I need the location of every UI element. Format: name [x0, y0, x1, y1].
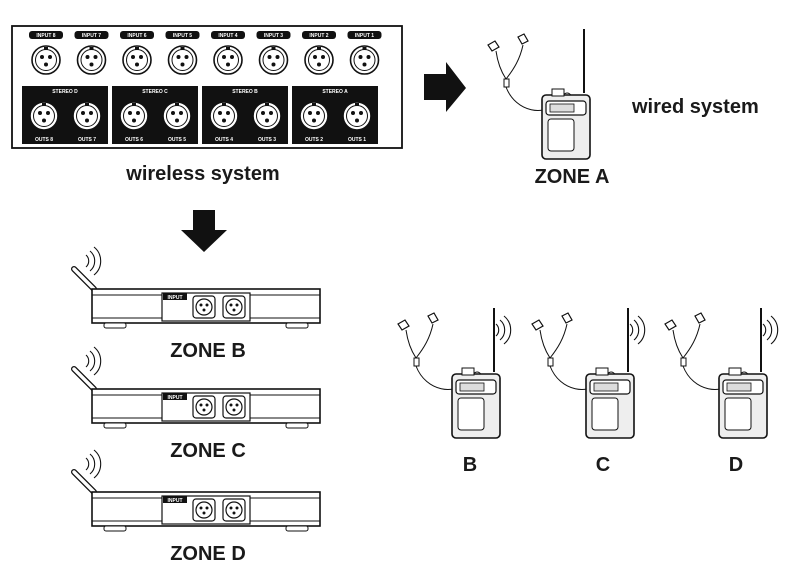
zone-d-label: ZONE D [170, 543, 246, 565]
panel-out-label: OUTS 8 [35, 137, 53, 143]
wired-system-label: wired system [631, 96, 759, 118]
panel-input-label: INPUT 4 [218, 33, 237, 39]
panel-input-label: INPUT 6 [127, 33, 146, 39]
panel-input-connector: INPUT 1 [347, 31, 382, 75]
panel-input-connector: INPUT 5 [165, 31, 200, 75]
panel-out-label: OUTS 4 [215, 137, 233, 143]
panel-input-connector: INPUT 4 [211, 31, 245, 75]
transmitter-b: INPUT [71, 246, 321, 329]
panel-stereo-label: STEREO C [142, 89, 168, 95]
transmitter-c: INPUT [71, 346, 321, 429]
zone-a-label: ZONE A [535, 166, 610, 188]
zone-a-receiver [487, 28, 591, 160]
panel-input-connector: INPUT 2 [302, 31, 336, 75]
panel-stereo-group: STEREO C OUTS 6 OUTS 5 [112, 86, 198, 144]
panel-stereo-group: STEREO D OUTS 8 OUTS 7 [22, 86, 108, 144]
panel-out-label: OUTS 1 [348, 137, 366, 143]
panel-out-label: OUTS 7 [78, 137, 96, 143]
panel-input-label: INPUT 1 [355, 33, 374, 39]
receiver-c [531, 307, 646, 439]
panel-out-label: OUTS 3 [258, 137, 276, 143]
wireless-system-label: wireless system [125, 163, 279, 185]
transmitter-input-label: INPUT [168, 295, 183, 301]
panel-input-label: INPUT 3 [264, 33, 283, 39]
panel-out-label: OUTS 2 [305, 137, 323, 143]
panel-stereo-group: STEREO A OUTS 2 OUTS 1 [292, 86, 378, 144]
receiver-b [397, 307, 512, 439]
panel-input-connector: INPUT 8 [29, 31, 63, 75]
panel-input-label: INPUT 8 [36, 33, 55, 39]
receiver-d-label: D [729, 454, 743, 476]
panel-input-row: INPUT 8 INPUT 7 INPUT 6 INPUT 5 INPUT 4 INPUT… [29, 31, 382, 75]
panel-out-label: OUTS 5 [168, 137, 186, 143]
panel-stereo-label: STEREO A [322, 89, 348, 95]
panel-input-label: INPUT 7 [82, 33, 101, 39]
panel-input-connector: INPUT 6 [120, 31, 154, 75]
panel-stereo-label: STEREO B [232, 89, 258, 95]
arrow-right-icon [424, 62, 466, 112]
receiver-c-label: C [596, 454, 610, 476]
panel-input-label: INPUT 5 [173, 33, 192, 39]
panel-input-connector: INPUT 7 [74, 31, 109, 75]
wireless-back-panel: INPUT 8 INPUT 7 INPUT 6 INPUT 5 INPUT 4 INPUT… [11, 25, 403, 149]
zone-b-label: ZONE B [170, 340, 246, 362]
zone-c-label: ZONE C [170, 440, 246, 462]
arrow-down-icon [181, 210, 227, 252]
transmitter-input-label: INPUT [168, 498, 183, 504]
panel-input-label: INPUT 2 [309, 33, 328, 39]
panel-stereo-row: STEREO D OUTS 8 OUTS 7 STEREO C OUTS 6 OUTS 5… [22, 86, 378, 144]
panel-stereo-label: STEREO D [52, 89, 78, 95]
transmitter-input-label: INPUT [168, 395, 183, 401]
receiver-d [664, 307, 779, 439]
transmitter-stack: INPUT ZONE B INPUT ZONE C INPUT ZONE D [71, 246, 321, 565]
panel-stereo-group: STEREO B OUTS 4 OUTS 3 [202, 86, 288, 144]
receiver-b-label: B [463, 454, 477, 476]
transmitter-d: INPUT [71, 449, 321, 532]
panel-input-connector: INPUT 3 [256, 31, 291, 75]
panel-out-label: OUTS 6 [125, 137, 143, 143]
